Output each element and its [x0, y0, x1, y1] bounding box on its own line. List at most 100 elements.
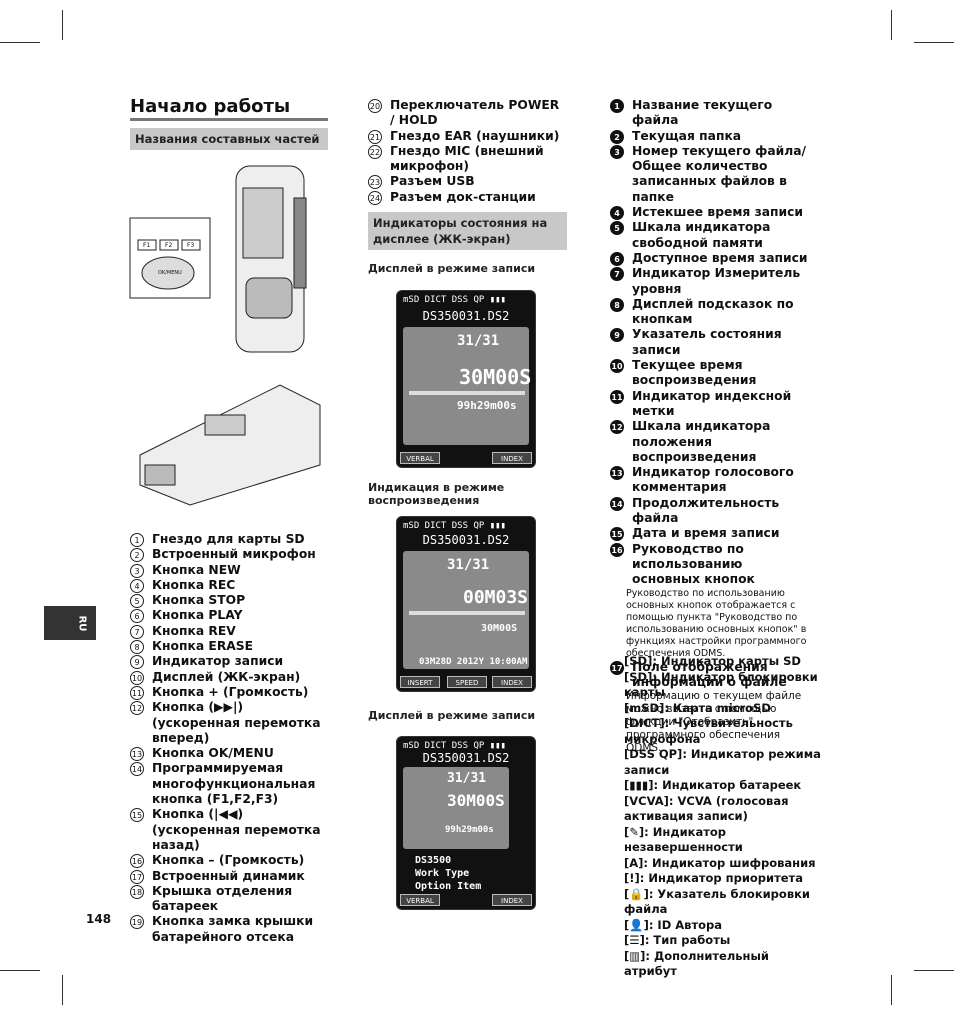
crop-mark: [914, 970, 954, 971]
icon-legend-item: [DSS QP]: Индикатор режима записи: [624, 747, 821, 777]
icon-legend-item: [👤]: ID Автора: [624, 917, 722, 932]
f1-button: F1: [143, 242, 151, 249]
crop-mark: [0, 42, 40, 43]
lcd-speed-button: SPEED: [447, 676, 487, 688]
crop-mark: [62, 975, 63, 1005]
crop-mark: [62, 10, 63, 40]
lcd-status-bar: mSD DICT DSS QP ▮▮▮: [403, 741, 506, 751]
crop-mark: [891, 975, 892, 1005]
note-text: Информацию о текущем файле можно вызвать…: [626, 690, 802, 755]
icon-legend-item: [SD]: Индикатор блокировки карты: [624, 669, 818, 700]
lcd-verbal-button: VERBAL: [400, 452, 440, 464]
lcd-info-author: DS3500: [415, 855, 452, 866]
f3-button: F3: [187, 242, 195, 249]
lcd-record-date: 03M28D 2012Y 10:00AM: [419, 657, 528, 667]
lcd-screen: [403, 551, 529, 669]
lcd-index-button: INDEX: [492, 452, 532, 464]
lcd-memory-bar: [409, 391, 525, 395]
section-indicators-heading: Индикаторы состояния на дисплее (ЖК-экра…: [368, 212, 567, 250]
lcd-file-name: DS350031.DS2: [422, 533, 510, 547]
lcd-file-name: DS350031.DS2: [422, 309, 510, 323]
lcd-info-worktype: Work Type: [415, 868, 470, 879]
crop-mark: [914, 42, 954, 43]
lcd-screen: [403, 327, 529, 445]
icon-legend-item: [☰]: Тип работы: [624, 933, 731, 947]
ok-menu-button: OK/MENU: [158, 270, 182, 276]
lcd-elapsed-time: 30M00S: [459, 365, 532, 389]
icon-legend-item: [!]: Индикатор приоритета: [624, 871, 803, 885]
language-tab: RU: [44, 606, 96, 640]
lcd-info-option: Option Item: [415, 881, 482, 892]
lcd-elapsed-time: 30M00S: [447, 791, 505, 810]
icon-legend: [SD]: Индикатор карты SD [SD]: Индикатор…: [624, 654, 824, 980]
note-text: Руководство по использованию основных кн…: [626, 587, 807, 659]
icon-legend-item: [DICT]: Чувствительность микрофона: [624, 716, 793, 746]
caption-playback-display: Индикация в режиме воспроизведения: [368, 481, 505, 507]
lcd-file-count: 31/31: [447, 557, 490, 573]
icon-legend-item: [VCVA]: VCVA (голосовая активация записи…: [624, 793, 789, 824]
lcd-index-button: INDEX: [492, 894, 532, 906]
page-title: Начало работы: [130, 96, 291, 117]
lcd-status-bar: mSD DICT DSS QP ▮▮▮: [403, 521, 506, 531]
lcd-file-count: 31/31: [447, 771, 487, 786]
crop-mark: [891, 10, 892, 40]
caption-record-display-2: Дисплей в режиме записи: [368, 709, 536, 722]
icon-legend-item: [▥]: Дополнительный атрибут: [624, 948, 769, 979]
lcd-file-name: DS350031.DS2: [422, 751, 510, 765]
icon-legend-item: [✎]: Индикатор незавершенности: [624, 824, 743, 855]
lcd-file-length: 30M00S: [481, 623, 518, 634]
f2-button: F2: [165, 242, 173, 249]
lcd-remaining-time: 99h29m00s: [457, 399, 517, 412]
lcd-index-button: INDEX: [492, 676, 532, 688]
icon-legend-item: [SD]: Индикатор карты SD: [624, 654, 801, 668]
lcd-remaining-time: 99h29m00s: [445, 825, 494, 835]
recorder-back-illustration: [139, 384, 321, 506]
icon-legend-item: [🔒]: Указатель блокировки файла: [624, 886, 810, 917]
icon-legend-item: [▮▮▮]: Индикатор батареек: [624, 778, 802, 792]
icon-legend-item: [mSD]: Карта microSD: [624, 700, 771, 715]
lcd-verbal-button: VERBAL: [400, 894, 440, 906]
lcd-playback-time: 00M03S: [463, 587, 529, 608]
lcd-record-display: mSD DICT DSS QP ▮▮▮ DS350031.DS2 31/31 3…: [396, 290, 536, 468]
icon-legend-item: [A]: Индикатор шифрования: [624, 855, 816, 870]
lcd-insert-button: INSERT: [400, 676, 440, 688]
lcd-status-bar: mSD DICT DSS QP ▮▮▮: [403, 295, 506, 305]
